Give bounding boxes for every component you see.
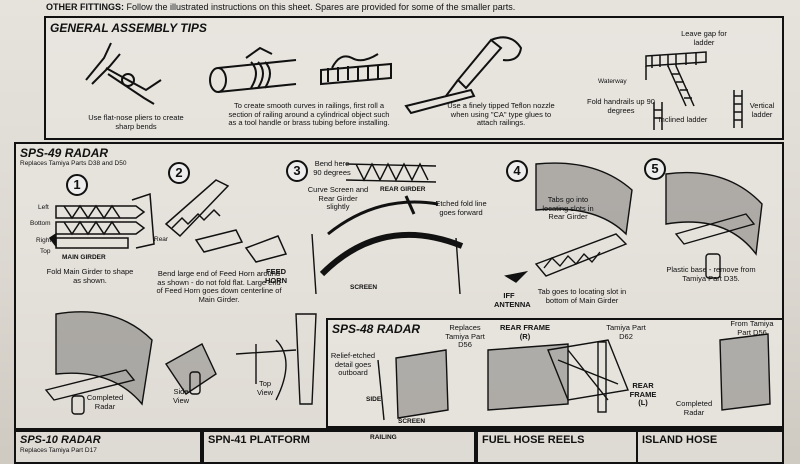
fuel-hose-panel: FUEL HOSE REELS [476,430,638,464]
step2-girder [164,179,288,263]
step5-assembly [665,171,763,279]
tabs-rear-label: Tabs go into locating slots in Rear Gird… [542,195,594,221]
plastic-base-label: Plastic base - remove from Tamiya Part D… [666,265,756,283]
right-label: Right [36,237,52,244]
railing-roll-illustration [209,46,297,93]
iff-antenna-label: IFF ANTENNA [494,291,531,309]
spn41-title: SPN-41 PLATFORM [208,434,310,446]
sps49-title: SPS-49 RADAR [20,146,109,160]
step-number: 2 [168,162,190,184]
sps49-subtitle: Replaces Tamiya Parts D38 and D50 [20,160,127,167]
tamiya-d62-label: Tamiya Part D62 [606,323,646,341]
sps48-illustrations [377,333,771,421]
completed-radar-label: Completed Radar [86,393,124,411]
sps48-screen [377,333,771,421]
fold-main-caption: Fold Main Girder to shape as shown. [46,267,134,285]
vertical-ladder-label: Vertical ladder [749,101,775,119]
sps10-panel: SPS-10 RADAR Replaces Tamiya Part D17 [14,430,202,464]
side-label: SIDE [366,396,382,403]
assembly-tips-illustrations [85,36,743,130]
sps48-completed-label: Completed Radar [675,399,713,417]
railing-caption: To create smooth curves in railings, fir… [228,101,390,127]
feed-horn-label: FEED HORN [264,267,288,285]
sps49-illustrations [44,162,763,415]
railing-label: RAILING [370,434,397,441]
main-girder-flat [48,192,155,249]
glue-caption: Use a finely tipped Teflon nozzle when u… [447,101,555,127]
sps48-screen-label: SCREEN [398,418,426,425]
step3-screen [311,162,464,295]
step-number: 5 [644,158,666,180]
step-number: 3 [286,160,308,182]
step-number: 1 [66,174,88,196]
top-view-label: Top View [256,379,274,397]
main-girder-label: MAIN GIRDER [62,254,106,261]
ladder-diagram-illustration [645,51,743,130]
header-line: OTHER FITTINGS: Follow the illustrated i… [46,2,516,12]
rear-label: Rear [154,236,169,243]
rail-segment-illustration [320,53,392,86]
leave-gap-label: Leave gap for ladder [681,29,727,47]
step-number: 4 [506,160,528,182]
pliers-caption: Use flat-nose pliers to create sharp ben… [88,113,184,131]
bottom-label: Bottom [30,220,51,227]
step4-assembly [504,162,633,283]
sps10-title: SPS-10 RADAR [20,434,101,446]
sps48-title: SPS-48 RADAR [332,322,421,336]
pliers-illustration [85,42,162,105]
spn41-panel: SPN-41 PLATFORM RAILING [202,430,476,464]
fuel-hose-title: FUEL HOSE REELS [482,434,585,446]
bend-large-caption: Bend large end of Feed Horn around as sh… [156,269,282,304]
header-text: Follow the illustrated instructions on t… [126,2,516,12]
completed-radar-illustration [44,311,317,415]
top-label: Top [40,248,51,255]
left-label: Left [38,204,49,211]
sps48-panel: SPS-48 RADAR Replaces Tamiya Part D56 Re… [326,318,784,428]
waterway-label: Waterway [598,78,627,85]
screen-label: SCREEN [350,284,378,291]
fold-handrails-label: Fold handrails up 90 degrees [587,97,655,115]
from-tamiya-label: From Tamiya Part D56 [730,319,774,337]
rear-frame-l-label: REAR FRAME (L) [629,381,657,407]
glue-bottle-illustration [404,36,523,115]
header-label: OTHER FITTINGS: [46,2,124,12]
inclined-ladder-label: Inclined ladder [658,115,708,124]
tab-locating-label: Tab goes to locating slot in bottom of M… [537,287,627,305]
etched-fold-label: Etched fold line goes forward [435,199,487,217]
curve-screen-label: Curve Screen and Rear Girder slightly [307,185,369,211]
island-hose-title: ISLAND HOSE [642,434,718,446]
side-view-label: Side View [172,387,190,405]
island-hose-panel: ISLAND HOSE [636,430,784,464]
assembly-tips-panel: GENERAL ASSEMBLY TIPS [44,16,784,140]
bend-here-label: Bend here 90 degrees [313,159,351,177]
assembly-tips-title: GENERAL ASSEMBLY TIPS [50,21,207,35]
rear-frame-r-label: REAR FRAME (R) [500,323,550,341]
rear-girder-label: REAR GIRDER [380,186,426,193]
relief-label: Relief-etched detail goes outboard [330,351,376,377]
replaces-label: Replaces Tamiya Part D56 [445,323,485,349]
